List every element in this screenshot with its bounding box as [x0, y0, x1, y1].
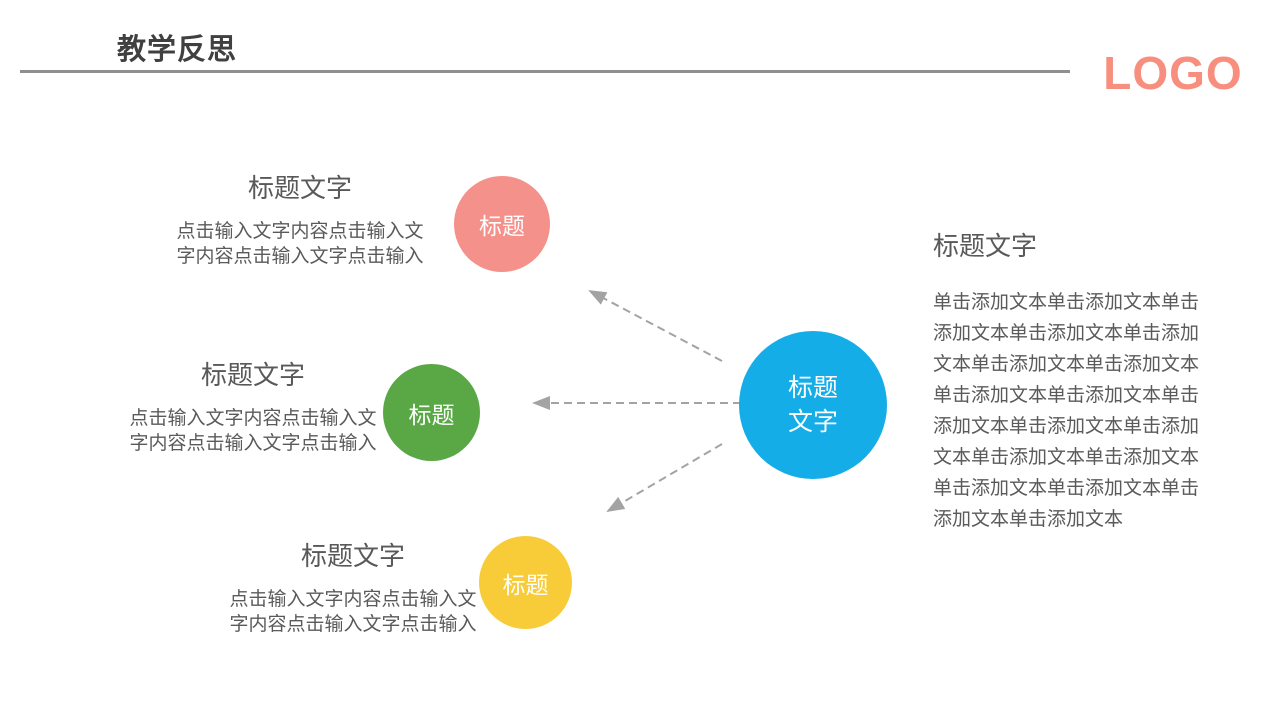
- item-2-heading: 标题文字: [200, 360, 305, 390]
- item-3-body-line1: 点击输入文字内容点击输入文: [229, 589, 477, 610]
- item-3-heading: 标题文字: [300, 541, 405, 571]
- item-3-body-line2: 字内容点击输入文字点击输入: [229, 614, 477, 635]
- right-panel-line: 添加文本单击添加文本: [933, 509, 1124, 530]
- right-panel-body: 单击添加文本单击添加文本单击 添加文本单击添加文本单击添加 文本单击添加文本单击…: [933, 287, 1203, 535]
- right-panel-line: 文本单击添加文本单击添加文本: [933, 447, 1200, 468]
- item-block-3: 标题文字 点击输入文字内容点击输入文 字内容点击输入文字点击输入: [218, 536, 488, 637]
- item-1-heading: 标题文字: [247, 173, 352, 203]
- arrow-to-top-circle: [588, 290, 723, 362]
- center-circle-line2: 文字: [787, 408, 838, 436]
- right-panel-line: 文本单击添加文本单击添加文本: [933, 354, 1200, 375]
- center-circle-line1: 标题: [787, 374, 838, 402]
- item-2-body-line2: 字内容点击输入文字点击输入: [129, 433, 377, 454]
- item-1-body: 点击输入文字内容点击输入文 字内容点击输入文字点击输入: [165, 219, 435, 269]
- item-3-circle: 标题: [479, 536, 572, 629]
- right-panel-line: 单击添加文本单击添加文本单击: [933, 385, 1200, 406]
- item-block-2: 标题文字 点击输入文字内容点击输入文 字内容点击输入文字点击输入: [118, 355, 388, 456]
- item-2-circle-label: 标题: [408, 401, 455, 428]
- item-3-circle-label: 标题: [502, 571, 549, 598]
- right-panel: 标题文字 单击添加文本单击添加文本单击 添加文本单击添加文本单击添加 文本单击添…: [933, 226, 1203, 535]
- right-panel-line: 单击添加文本单击添加文本单击: [933, 478, 1200, 499]
- item-block-1: 标题文字 点击输入文字内容点击输入文 字内容点击输入文字点击输入: [165, 168, 435, 269]
- right-panel-heading: 标题文字: [933, 231, 1038, 261]
- item-2-body-line1: 点击输入文字内容点击输入文: [129, 408, 377, 429]
- item-1-body-line1: 点击输入文字内容点击输入文: [176, 221, 424, 242]
- right-panel-line: 单击添加文本单击添加文本单击: [933, 292, 1200, 313]
- title-divider-line: [20, 70, 1070, 73]
- item-2-circle: 标题: [383, 364, 480, 461]
- arrow-to-bottom-circle: [606, 443, 723, 513]
- logo-text: LOGO: [1103, 47, 1243, 99]
- item-1-circle-label: 标题: [479, 213, 525, 239]
- slide-title: 教学反思: [117, 34, 238, 66]
- item-1-circle: 标题: [454, 176, 550, 272]
- right-panel-line: 添加文本单击添加文本单击添加: [933, 416, 1200, 437]
- item-2-body: 点击输入文字内容点击输入文 字内容点击输入文字点击输入: [118, 406, 388, 456]
- center-circle: 标题 文字: [739, 331, 887, 479]
- right-panel-line: 添加文本单击添加文本单击添加: [933, 323, 1200, 344]
- item-3-body: 点击输入文字内容点击输入文 字内容点击输入文字点击输入: [218, 587, 488, 637]
- item-1-body-line2: 字内容点击输入文字点击输入: [176, 246, 424, 267]
